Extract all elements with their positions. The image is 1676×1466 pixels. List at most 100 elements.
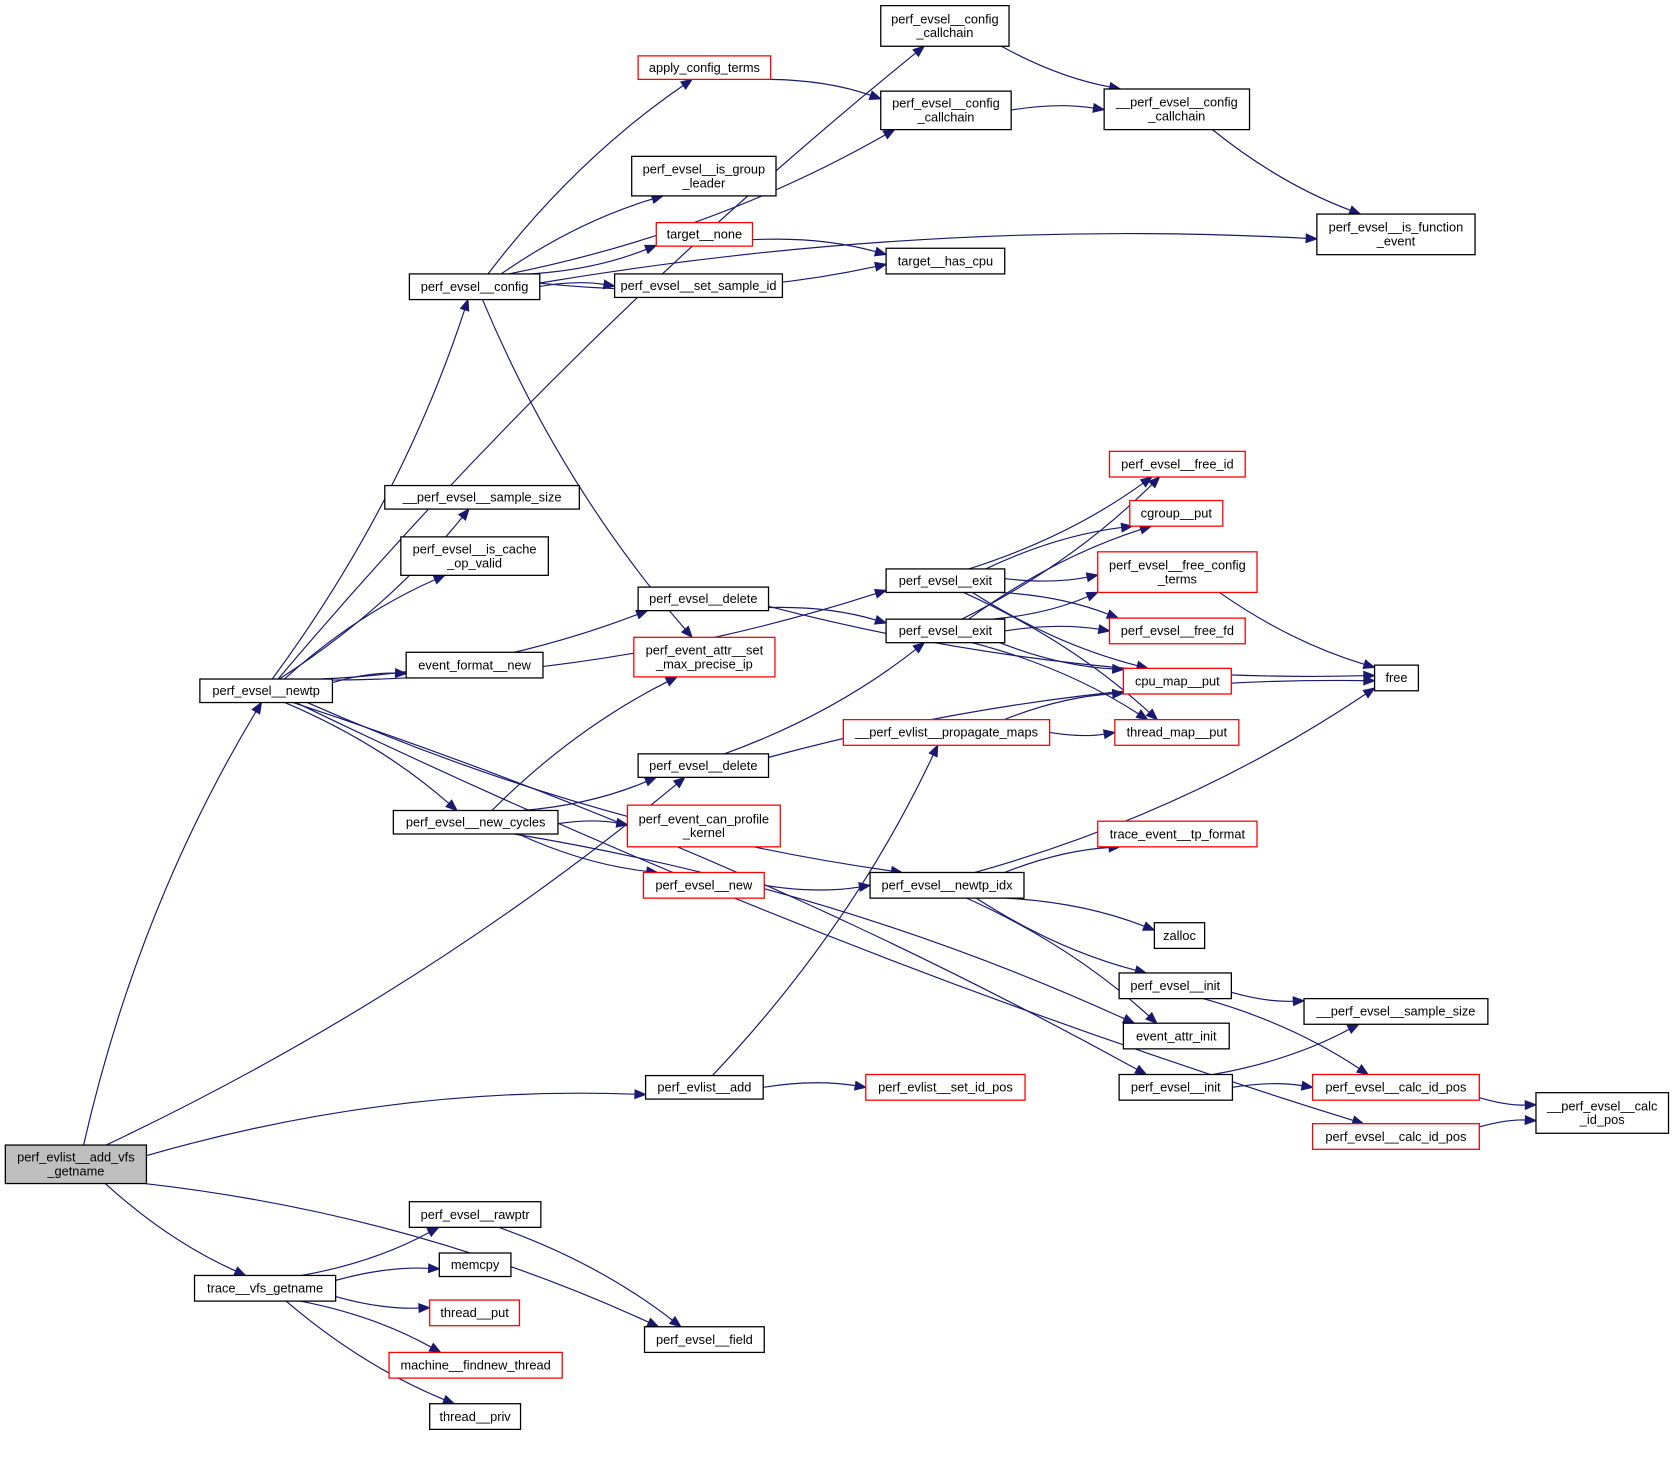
node-box[interactable]: [880, 90, 1012, 131]
node-box[interactable]: [1114, 718, 1240, 746]
node-box[interactable]: [1122, 667, 1232, 695]
node-attr-set-max-precise[interactable]: perf_event_attr__set_max_precise_ip: [633, 636, 776, 678]
node-box[interactable]: [626, 804, 781, 848]
node-box[interactable]: [880, 4, 1010, 47]
node-box[interactable]: [408, 1201, 542, 1228]
node-box[interactable]: [388, 1351, 563, 1379]
node-zalloc[interactable]: zalloc: [1153, 922, 1206, 950]
node-free-id[interactable]: perf_evsel__free_id: [1108, 450, 1246, 478]
node-thread-priv[interactable]: thread__priv: [429, 1403, 522, 1431]
node-newtp-idx[interactable]: perf_evsel__newtp_idx: [869, 871, 1025, 899]
node-box[interactable]: [644, 1074, 764, 1100]
node-box[interactable]: [1122, 1022, 1230, 1050]
node-box[interactable]: [865, 1073, 1026, 1101]
node-memcpy[interactable]: memcpy: [438, 1252, 512, 1278]
node-box[interactable]: [885, 247, 1006, 275]
node-is-group-leader[interactable]: perf_evsel__is_group_leader: [631, 155, 777, 197]
node-init-a[interactable]: perf_evsel__init: [1118, 972, 1232, 1000]
node-thread-put[interactable]: thread__put: [429, 1299, 521, 1327]
node-init-b[interactable]: perf_evsel__init: [1118, 1073, 1234, 1101]
node-config[interactable]: perf_evsel__config: [408, 273, 541, 301]
node-box[interactable]: [392, 809, 559, 835]
node-event-attr-init[interactable]: event_attr_init: [1122, 1022, 1230, 1050]
node-calc-id-pos-b[interactable]: perf_evsel__calc_id_pos: [1311, 1123, 1480, 1150]
node-box[interactable]: [438, 1252, 512, 1278]
node-set-id-pos[interactable]: perf_evlist__set_id_pos: [865, 1073, 1026, 1101]
node-box[interactable]: [1535, 1092, 1670, 1134]
node-box[interactable]: [1316, 213, 1476, 256]
node-exit-a[interactable]: perf_evsel__exit: [885, 568, 1006, 594]
node-cfg-callchain[interactable]: __perf_evsel__config_callchain: [1103, 88, 1251, 131]
node-target-has-cpu[interactable]: target__has_cpu: [885, 247, 1006, 275]
node-set-sample-id[interactable]: perf_evsel__set_sample_id: [613, 273, 784, 299]
node-box[interactable]: [1153, 922, 1206, 950]
node-target-none[interactable]: target__none: [655, 221, 754, 247]
node-box[interactable]: [193, 1274, 337, 1302]
node-box[interactable]: [429, 1403, 522, 1431]
node-box[interactable]: [1108, 450, 1246, 478]
node-free[interactable]: free: [1373, 664, 1420, 692]
node-box[interactable]: [199, 678, 334, 704]
node-rawptr[interactable]: perf_evsel__rawptr: [408, 1201, 542, 1228]
node-cgroup-put[interactable]: cgroup__put: [1129, 499, 1224, 527]
node-thread-map-put[interactable]: thread_map__put: [1114, 718, 1240, 746]
node-sample-size-b[interactable]: __perf_evsel__sample_size: [1303, 997, 1489, 1025]
node-box[interactable]: [400, 536, 549, 576]
node-box[interactable]: [1303, 997, 1489, 1025]
node-free-fd[interactable]: perf_evsel__free_fd: [1108, 617, 1246, 645]
node-box[interactable]: [1129, 499, 1224, 527]
node-box[interactable]: [1103, 88, 1251, 131]
node-root[interactable]: perf_evlist__add_vfs_getname: [4, 1144, 148, 1185]
node-evlist-add[interactable]: perf_evlist__add: [644, 1074, 764, 1100]
node-propagate-maps[interactable]: __perf_evlist__propagate_maps: [842, 718, 1051, 746]
node-box[interactable]: [405, 651, 544, 679]
node-box[interactable]: [613, 273, 784, 299]
node-box[interactable]: [429, 1299, 521, 1327]
node-calc-id-pos-a[interactable]: perf_evsel__calc_id_pos: [1311, 1073, 1480, 1101]
node-findnew-thread[interactable]: machine__findnew_thread: [388, 1351, 563, 1379]
node-box[interactable]: [633, 636, 776, 678]
node-exit-b[interactable]: perf_evsel__exit: [885, 618, 1006, 644]
node-cfg-callchain-b[interactable]: perf_evsel__config_callchain: [880, 90, 1012, 131]
node-box[interactable]: [637, 586, 770, 612]
node-box[interactable]: [885, 618, 1006, 644]
node-box[interactable]: [885, 568, 1006, 594]
node-box[interactable]: [1311, 1123, 1480, 1150]
node-box[interactable]: [1108, 617, 1246, 645]
node-can-profile-kernel[interactable]: perf_event_can_profile_kernel: [626, 804, 781, 848]
node-is-function-event[interactable]: perf_evsel__is_function_event: [1316, 213, 1476, 256]
node-box[interactable]: [408, 273, 541, 301]
node-box[interactable]: [869, 871, 1025, 899]
node-evsel-field[interactable]: perf_evsel__field: [643, 1326, 765, 1354]
node-delete-b[interactable]: perf_evsel__delete: [637, 753, 770, 778]
node-event-format-new[interactable]: event_format__new: [405, 651, 544, 679]
node-box[interactable]: [1118, 972, 1232, 1000]
node-box[interactable]: [655, 221, 754, 247]
node-evsel-new[interactable]: perf_evsel__new: [642, 871, 765, 899]
node-cfg-callchain-a[interactable]: perf_evsel__config_callchain: [880, 4, 1010, 47]
node-box[interactable]: [642, 871, 765, 899]
node-box[interactable]: [637, 55, 772, 81]
node-box[interactable]: [631, 155, 777, 197]
node-calc-id-pos[interactable]: __perf_evsel__calc_id_pos: [1535, 1092, 1670, 1134]
node-box[interactable]: [643, 1326, 765, 1354]
node-tp-format[interactable]: trace_event__tp_format: [1097, 820, 1258, 848]
node-box[interactable]: [4, 1144, 148, 1185]
node-box[interactable]: [1118, 1073, 1234, 1101]
node-box[interactable]: [637, 753, 770, 778]
node-new-cycles[interactable]: perf_evsel__new_cycles: [392, 809, 559, 835]
node-apply-config-terms[interactable]: apply_config_terms: [637, 55, 772, 81]
node-sample-size-a[interactable]: __perf_evsel__sample_size: [384, 484, 580, 510]
node-delete-a[interactable]: perf_evsel__delete: [637, 586, 770, 612]
node-newtp[interactable]: perf_evsel__newtp: [199, 678, 334, 704]
node-box[interactable]: [842, 718, 1051, 746]
node-cpu-map-put[interactable]: cpu_map__put: [1122, 667, 1232, 695]
node-box[interactable]: [1373, 664, 1420, 692]
node-free-config-terms[interactable]: perf_evsel__free_config_terms: [1097, 551, 1258, 594]
node-box[interactable]: [1097, 551, 1258, 594]
node-box[interactable]: [1311, 1073, 1480, 1101]
node-is-cache-op-valid[interactable]: perf_evsel__is_cache_op_valid: [400, 536, 549, 576]
node-box[interactable]: [1097, 820, 1258, 848]
node-trace-vfs-getname[interactable]: trace__vfs_getname: [193, 1274, 337, 1302]
node-box[interactable]: [384, 484, 580, 510]
